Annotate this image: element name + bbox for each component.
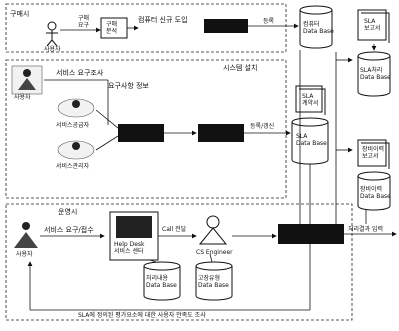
computer-intro-label: 컴퓨터 신규 도입: [138, 15, 188, 24]
actor-survey-user-label: 사용자: [14, 93, 31, 101]
actor-cs-engineer: CS Engineer: [196, 215, 233, 256]
process-box-register: [204, 19, 248, 33]
actor-operation-user: 사용자: [14, 222, 38, 258]
result-input-label: 처리결과 입력: [348, 225, 383, 233]
feedback-label: SLA에 정의된 평가요소에 대한 사용자 만족도 조사: [78, 311, 206, 319]
section-frame-operation: [5, 203, 353, 321]
actor-buyer: 사용자: [44, 21, 61, 53]
service-survey-label: 서비스 요구조사: [56, 68, 104, 77]
register-label: 등록: [263, 18, 275, 25]
process-box-sla-draft: [198, 124, 244, 142]
actor-operation-user-label: 사용자: [16, 250, 33, 258]
register-update-label: 등록/갱신: [250, 122, 274, 130]
section-label-operation: 운영시: [58, 207, 77, 216]
requirement-info-label: 요구사항 정보: [108, 81, 149, 90]
section-frame-purchase: [5, 3, 287, 53]
cs-engineer-label: CS Engineer: [196, 249, 233, 256]
service-request-label: 서비스 요구/접수: [44, 225, 94, 234]
section-label-install: 시스템 설치: [223, 63, 257, 72]
call-transfer-label: Call 전달: [162, 225, 187, 233]
actor-service-provider: 서비스공급자: [56, 98, 95, 129]
process-box-operation: [278, 224, 344, 244]
actor-survey-user: 사용자: [11, 65, 43, 101]
actor-service-manager: 서비스관리자: [56, 140, 95, 170]
actor-service-manager-label: 서비스관리자: [56, 162, 90, 170]
section-label-purchase: 구매시: [10, 10, 29, 18]
section-frame-install: [5, 59, 287, 199]
actor-service-provider-label: 서비스공급자: [56, 121, 90, 129]
process-box-requirements: [118, 124, 164, 142]
actor-buyer-label: 사용자: [44, 45, 61, 53]
